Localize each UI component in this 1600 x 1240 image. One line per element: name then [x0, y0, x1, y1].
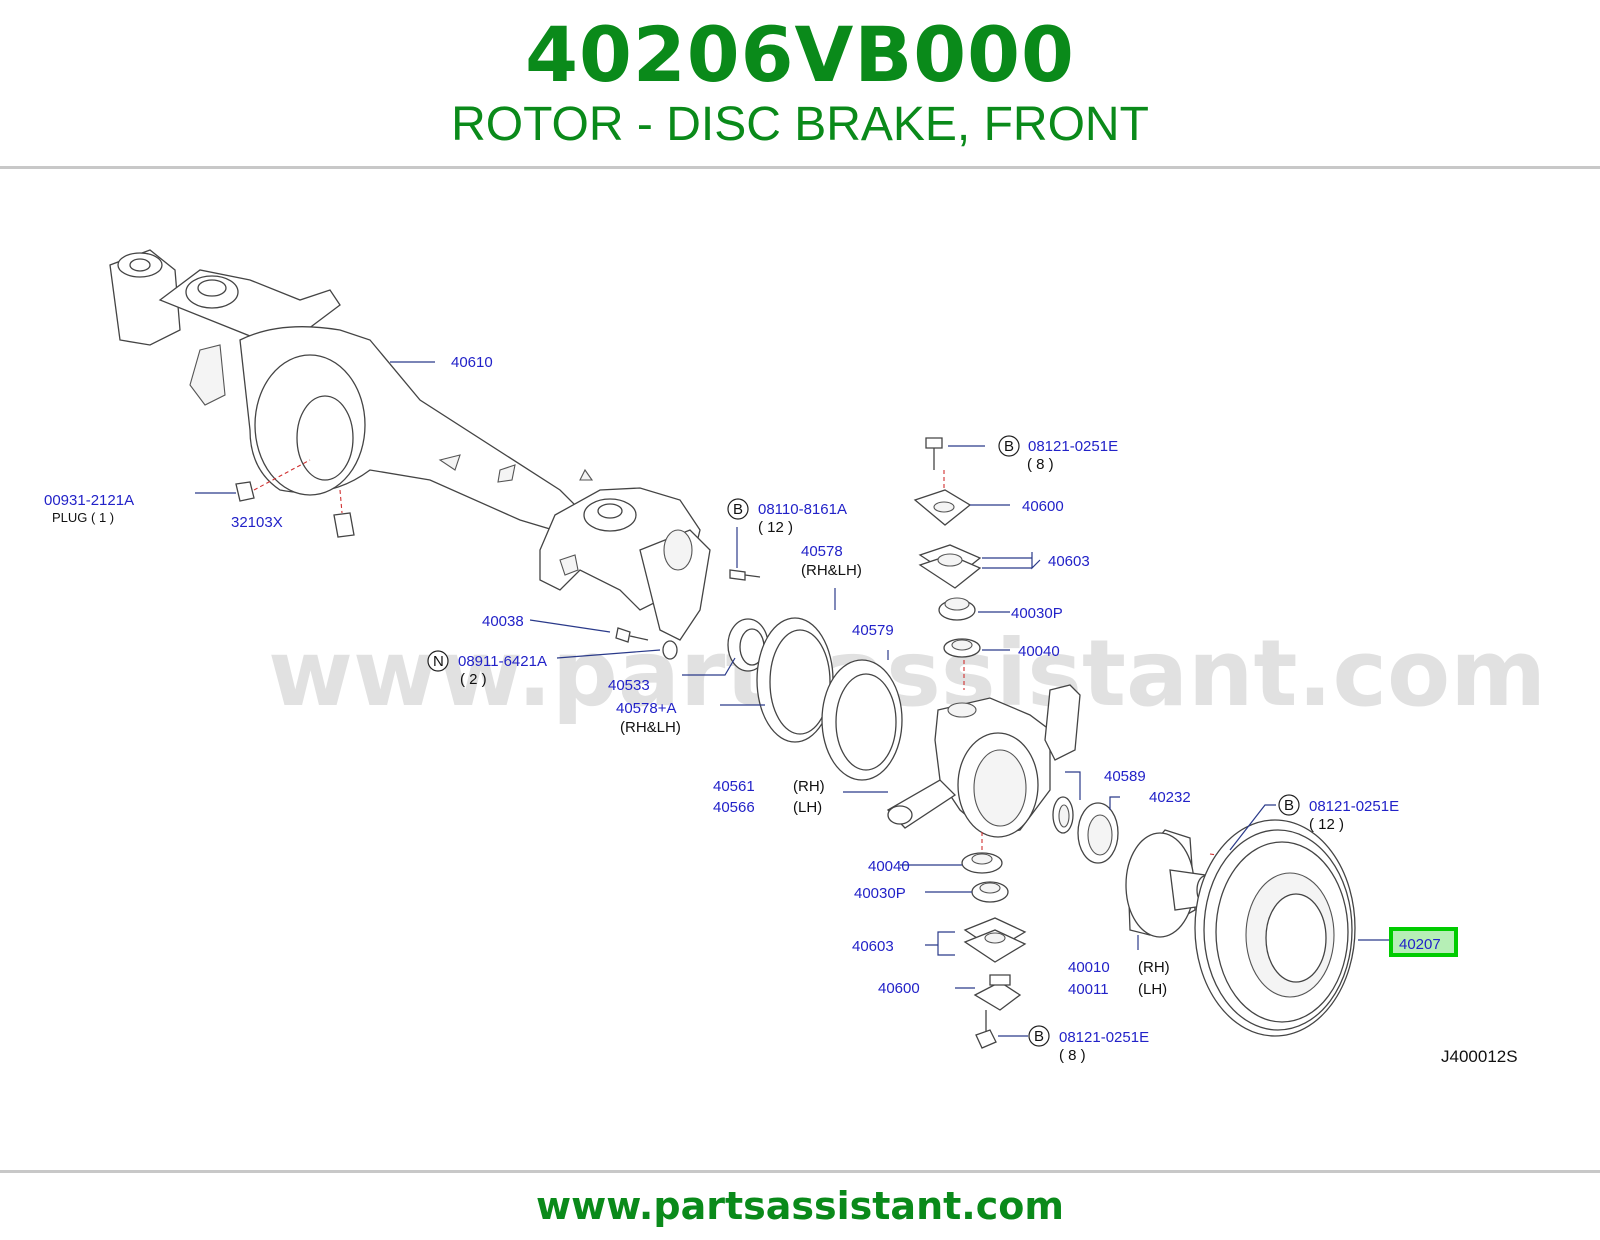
- bolt-08110-drawing: [729, 569, 761, 581]
- page-header: 40206VB000 ROTOR - DISC BRAKE, FRONT: [0, 0, 1600, 170]
- leader-lines: [195, 361, 1392, 1037]
- disc-rotor-drawing: [1194, 819, 1356, 1037]
- label-40030p-top[interactable]: 40030P: [1011, 605, 1063, 622]
- bearing-40232-drawing: [1077, 802, 1119, 864]
- label-08110-qty: ( 12 ): [758, 519, 793, 536]
- bolt-b-circle-icon: [998, 435, 1020, 457]
- highlight-box-40207[interactable]: [1389, 927, 1458, 957]
- bolt-b-circle-icon: [1028, 1025, 1050, 1047]
- circle-n-letter: N: [433, 653, 444, 670]
- header-divider: [0, 166, 1600, 169]
- label-40566[interactable]: 40566: [713, 799, 755, 816]
- part-number-title: 40206VB000: [525, 10, 1075, 99]
- parts-diagram: www.partsassistant.com: [44, 249, 1546, 1066]
- label-40589[interactable]: 40589: [1104, 768, 1146, 785]
- label-40603-top[interactable]: 40603: [1048, 553, 1090, 570]
- kingpin-stack-top-drawing: [913, 437, 982, 690]
- label-32103x[interactable]: 32103X: [231, 514, 283, 531]
- label-08121-0251e-top[interactable]: 08121-0251E: [1028, 438, 1118, 455]
- label-40610[interactable]: 40610: [451, 354, 493, 371]
- label-40010[interactable]: 40010: [1068, 959, 1110, 976]
- label-08121-top-qty: ( 8 ): [1027, 456, 1054, 473]
- label-08121-bottom-qty: ( 8 ): [1059, 1047, 1086, 1064]
- nut-08911-drawing: [662, 640, 678, 660]
- footer-divider: [0, 1170, 1600, 1173]
- label-40578a-rhlh: (RH&LH): [620, 719, 681, 736]
- label-40207[interactable]: 40207: [1399, 936, 1441, 953]
- label-40010-rh: (RH): [1138, 959, 1170, 976]
- breather-32103x-drawing: [333, 489, 355, 538]
- nut-n-circle-icon: [427, 650, 449, 672]
- label-08121-0251e-bottom[interactable]: 08121-0251E: [1059, 1029, 1149, 1046]
- label-00931-2121a[interactable]: 00931-2121A: [44, 492, 134, 509]
- label-40600-bottom[interactable]: 40600: [878, 980, 920, 997]
- circle-b-letter: B: [1284, 797, 1294, 814]
- plug-drawing: [235, 459, 311, 502]
- label-40533[interactable]: 40533: [608, 677, 650, 694]
- label-40030p-bottom[interactable]: 40030P: [854, 885, 906, 902]
- label-40578-rhlh: (RH&LH): [801, 562, 862, 579]
- label-40579[interactable]: 40579: [852, 622, 894, 639]
- bolt-b-circle-icon: [1278, 794, 1300, 816]
- bolt-b-circle-icon: [727, 498, 749, 520]
- label-40232[interactable]: 40232: [1149, 789, 1191, 806]
- watermark-text: www.partsassistant.com: [268, 620, 1546, 727]
- label-08121-0251e-mid[interactable]: 08121-0251E: [1309, 798, 1399, 815]
- gasket-40578-drawing: [756, 617, 834, 743]
- label-40011-lh: (LH): [1138, 981, 1167, 998]
- label-40038[interactable]: 40038: [482, 613, 524, 630]
- footer-url-link[interactable]: www.partsassistant.com: [536, 1184, 1064, 1228]
- label-40561[interactable]: 40561: [713, 778, 755, 795]
- label-40561-rh: (RH): [793, 778, 825, 795]
- steering-knuckle-drawing: [886, 684, 1081, 860]
- label-40578a[interactable]: 40578+A: [616, 700, 676, 717]
- bolt-40038-drawing: [615, 627, 649, 643]
- label-08121-mid-qty: ( 12 ): [1309, 816, 1344, 833]
- part-description: ROTOR - DISC BRAKE, FRONT: [451, 98, 1149, 151]
- label-40040-top[interactable]: 40040: [1018, 643, 1060, 660]
- diagram-code: J400012S: [1441, 1047, 1518, 1066]
- label-plug-qty: PLUG ( 1 ): [52, 510, 114, 525]
- kingpin-stack-bottom-drawing: [961, 852, 1027, 1049]
- circle-b-letter: B: [733, 501, 743, 518]
- label-08911-6421a[interactable]: 08911-6421A: [458, 653, 547, 670]
- label-40600-top[interactable]: 40600: [1022, 498, 1064, 515]
- label-40566-lh: (LH): [793, 799, 822, 816]
- seal-40589-drawing: [1052, 796, 1074, 834]
- part-labels: 40610 00931-2121A PLUG ( 1 ) 32103X B 08…: [44, 354, 1518, 1066]
- label-40578[interactable]: 40578: [801, 543, 843, 560]
- label-08110-8161a[interactable]: 08110-8161A: [758, 501, 847, 518]
- seal-40579-drawing: [821, 659, 903, 781]
- axle-housing-drawing: [109, 249, 711, 641]
- circle-b-letter: B: [1004, 438, 1014, 455]
- circle-b-letter: B: [1034, 1028, 1044, 1045]
- label-40011[interactable]: 40011: [1068, 981, 1109, 998]
- label-40040-bottom[interactable]: 40040: [868, 858, 910, 875]
- label-40603-bottom[interactable]: 40603: [852, 938, 894, 955]
- label-08911-qty: ( 2 ): [460, 671, 487, 688]
